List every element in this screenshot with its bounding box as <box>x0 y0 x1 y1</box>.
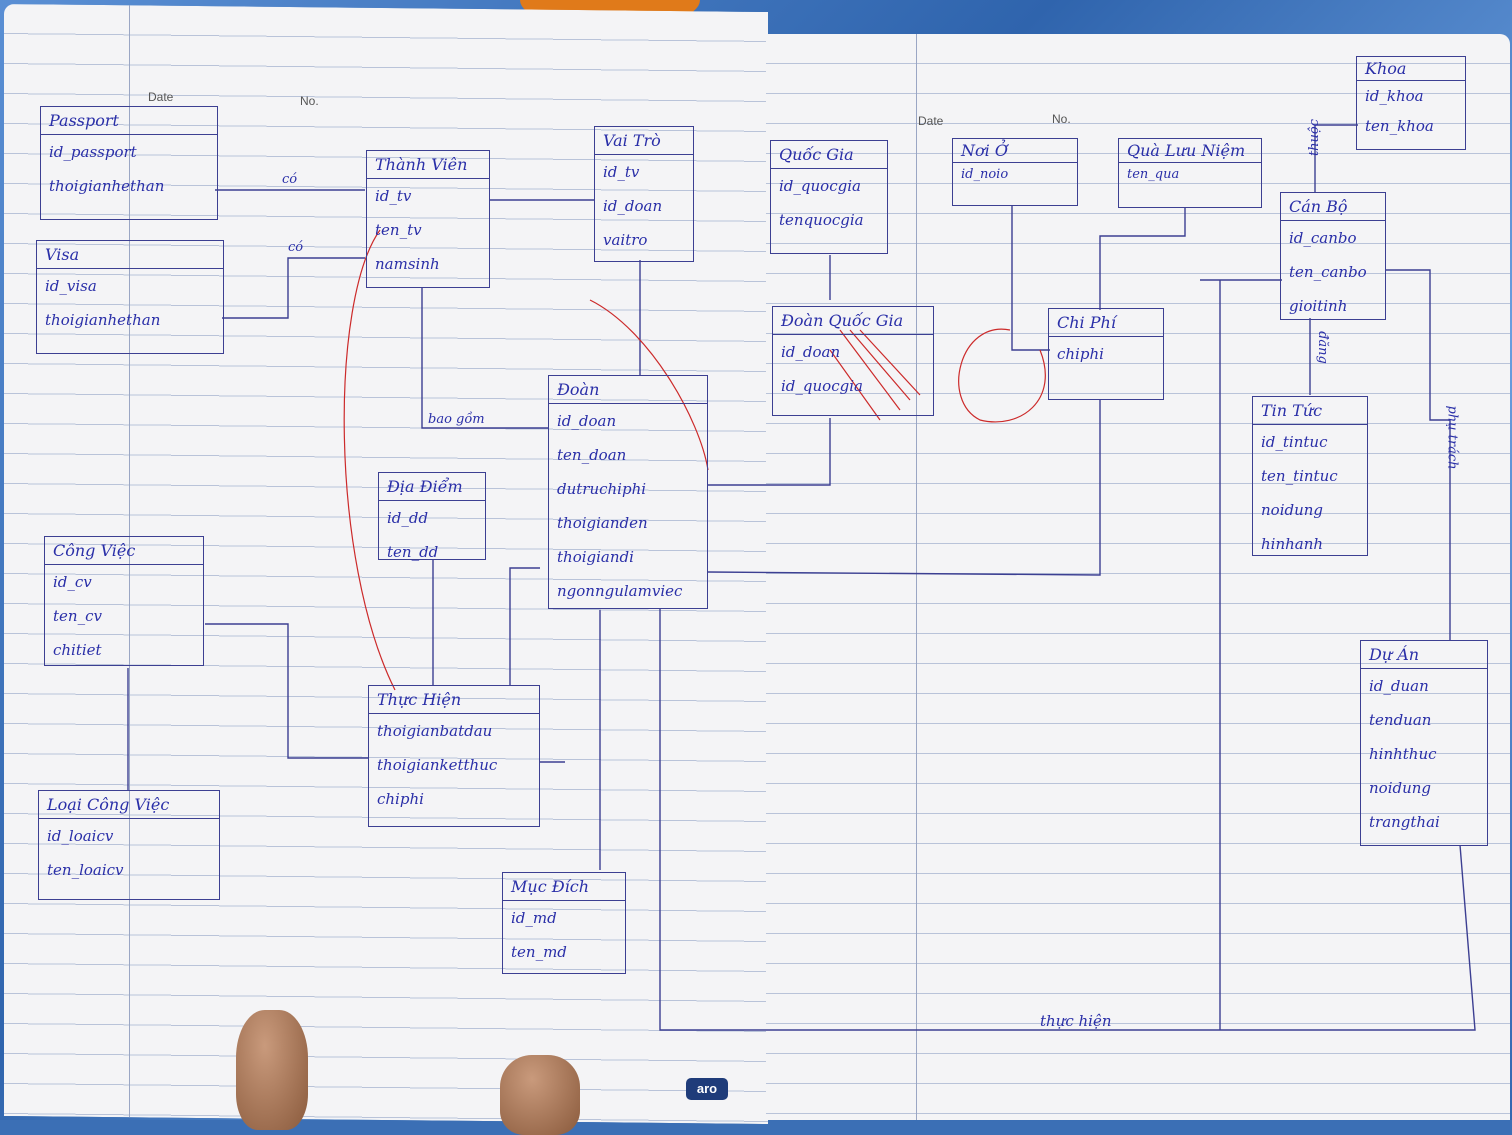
no-label: No. <box>300 94 319 108</box>
entity-qua-luu-niem: Quà Lưu Niệm ten_qua <box>1118 138 1262 208</box>
date-label-right: Date <box>918 114 944 128</box>
entity-can-bo: Cán Bộ id_canbo ten_canbo gioitinh <box>1280 192 1386 320</box>
entity-passport: Passport id_passport thoigianhethan <box>40 106 218 220</box>
finger-right <box>500 1055 580 1135</box>
no-label-right: No. <box>1052 112 1071 126</box>
brand-logo: aro <box>686 1078 728 1100</box>
entity-khoa: Khoa id_khoa ten_khoa <box>1356 56 1466 150</box>
relation-label-co: có <box>282 172 298 187</box>
entity-du-an: Dự Án id_duan tenduan hinhthuc noidung t… <box>1360 640 1488 846</box>
relation-label-dang: đăng <box>1314 331 1330 364</box>
date-label: Date <box>148 90 174 104</box>
entity-loai-cong-viec: Loại Công Việc id_loaicv ten_loaicv <box>38 790 220 900</box>
entity-dia-diem: Địa Điểm id_dd ten_dd <box>378 472 486 561</box>
entity-chi-phi: Chi Phí chiphi <box>1048 308 1164 400</box>
relation-label-bao-gom: bao gồm <box>428 412 485 427</box>
entity-tin-tuc: Tin Tức id_tintuc ten_tintuc noidung hin… <box>1252 396 1368 556</box>
entity-visa: Visa id_visa thoigianhethan <box>36 240 224 354</box>
entity-doan-quoc-gia: Đoàn Quốc Gia id_doan id_quocgia <box>772 306 934 416</box>
entity-noi-o: Nơi Ở id_noio <box>952 138 1078 206</box>
entity-thanh-vien: Thành Viên id_tv ten_tv namsinh <box>366 150 490 288</box>
entity-cong-viec: Công Việc id_cv ten_cv chitiet <box>44 536 204 666</box>
entity-quoc-gia: Quốc Gia id_quocgia tenquocgia <box>770 140 888 254</box>
entity-doan: Đoàn id_doan ten_doan dutruchiphi thoigi… <box>548 375 708 609</box>
relation-label-thuc-hien: thực hiện <box>1040 1012 1112 1030</box>
entity-thuc-hien: Thực Hiện thoigianbatdau thoigianketthuc… <box>368 685 540 827</box>
relation-label-phu-trach: phụ trách <box>1444 405 1460 470</box>
entity-vai-tro: Vai Trò id_tv id_doan vaitro <box>594 126 694 262</box>
finger-left <box>236 1010 308 1130</box>
relation-label-co-visa: có <box>288 240 304 255</box>
relation-label-thuoc: thuộc <box>1307 118 1323 157</box>
entity-muc-dich: Mục Đích id_md ten_md <box>502 872 626 974</box>
